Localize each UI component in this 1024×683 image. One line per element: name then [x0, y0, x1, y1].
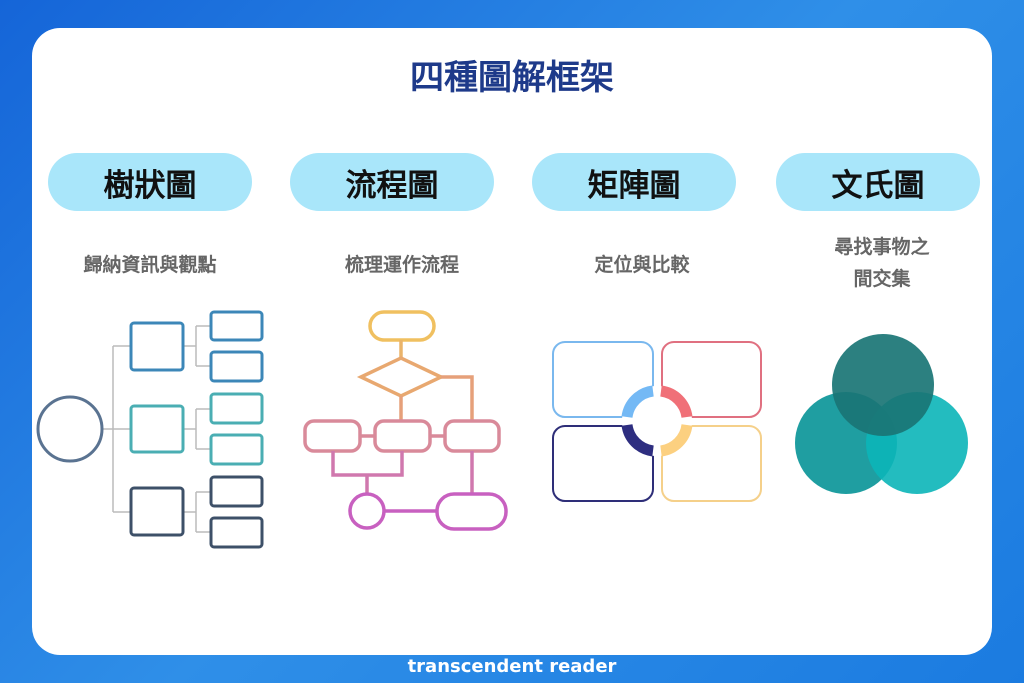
- page-title: 四種圖解框架: [410, 58, 614, 98]
- venn-description-1: 尋找事物之: [834, 236, 930, 258]
- tree-root-node: [36, 395, 104, 463]
- pill-flowchart: 流程圖: [290, 153, 494, 211]
- pill-tree-diagram: 樹狀圖: [48, 153, 252, 211]
- tree-description: 歸納資訊與觀點: [83, 254, 217, 276]
- footer-brand: transcendent reader: [407, 656, 617, 677]
- matrix-description: 定位與比較: [594, 254, 690, 276]
- tree-diagram-illustration: [36, 310, 264, 549]
- content-card: [32, 28, 992, 655]
- venn-illustration: [795, 334, 968, 494]
- flowchart-illustration: [303, 310, 508, 531]
- pill-venn: 文氏圖: [776, 153, 980, 211]
- flowchart-description: 梳理運作流程: [344, 254, 459, 276]
- matrix-illustration: [552, 341, 762, 502]
- venn-description-2: 間交集: [853, 268, 911, 290]
- pill-matrix: 矩陣圖: [532, 153, 736, 211]
